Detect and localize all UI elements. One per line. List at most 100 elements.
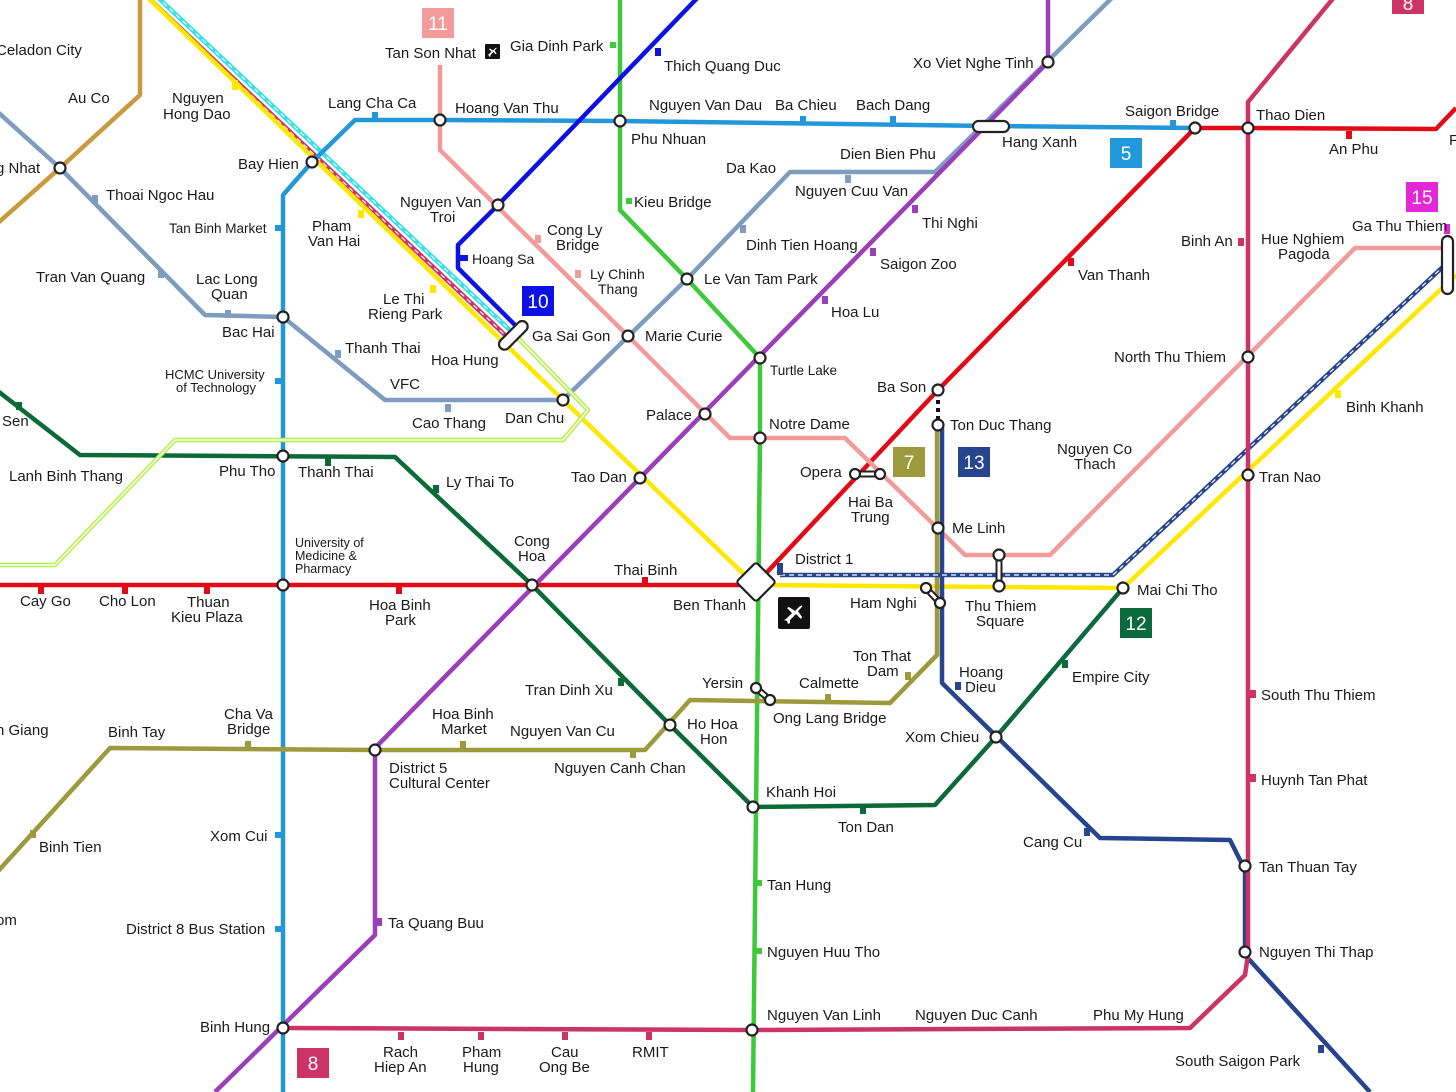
station-label: Ga Thu Thiem (1352, 218, 1447, 235)
station-marker[interactable] (1241, 350, 1255, 364)
station-label: Market (441, 721, 488, 738)
station-label: Xom Cui (210, 828, 268, 845)
station-label: Trung (851, 509, 890, 526)
station-label: Dien Bien Phu (840, 146, 936, 163)
station-label: Thang (598, 281, 638, 297)
station-label: Pham (462, 1044, 501, 1061)
station-marker[interactable] (525, 578, 539, 592)
station-label: Park (385, 612, 416, 629)
station-label: University of (295, 536, 364, 550)
svg-text:5: 5 (1121, 144, 1132, 165)
station-marker[interactable] (613, 114, 627, 128)
station-marker[interactable] (621, 329, 635, 343)
station-label: Hue Nghiem (1261, 231, 1344, 248)
station-marker[interactable] (931, 418, 945, 432)
station-label: Cha Va (224, 706, 274, 723)
station-marker[interactable] (989, 730, 1003, 744)
station-marker[interactable] (1188, 121, 1202, 135)
station-marker[interactable] (368, 743, 382, 757)
tick-stations (16, 42, 1450, 1053)
station-label: Nguyen Van Dau (649, 97, 762, 114)
station-label: Phu My Hung (1093, 1007, 1184, 1024)
station-marker[interactable] (305, 155, 319, 169)
station-marker[interactable] (53, 161, 67, 175)
svg-text:8: 8 (1403, 0, 1414, 15)
line-badge-10: 10 (522, 286, 554, 316)
station-marker[interactable] (753, 351, 767, 365)
station-marker[interactable] (992, 579, 1006, 593)
station-marker[interactable] (763, 693, 777, 707)
ben-thanh-hub[interactable] (736, 562, 776, 602)
station-label: Troi (430, 209, 455, 226)
station-marker[interactable] (556, 393, 570, 407)
station-label: District 8 Bus Station (126, 921, 265, 938)
station-label: Thi Nghi (922, 215, 978, 232)
station-marker[interactable] (745, 1023, 759, 1037)
station-marker[interactable] (1238, 859, 1252, 873)
station-label: Dan Chu (505, 410, 564, 427)
station-label: Hoang (959, 664, 1003, 681)
svg-text:11: 11 (428, 14, 448, 35)
station-label: Ton Duc Thang (950, 417, 1051, 434)
station-label: Binh Tay (108, 724, 166, 741)
station-label: Nguyen Thi Thap (1259, 944, 1374, 961)
station-label: Binh Hung (200, 1019, 270, 1036)
station-marker[interactable] (497, 319, 530, 352)
line-11 (437, 65, 1448, 558)
station-marker[interactable] (992, 548, 1006, 562)
station-marker[interactable] (746, 800, 760, 814)
svg-text:10: 10 (527, 292, 548, 313)
station-label: Da Kao (726, 160, 776, 177)
station-label: Nguyen Van (400, 194, 481, 211)
station-label: Hiep An (374, 1059, 427, 1076)
line-badge-7: 7 (893, 447, 925, 477)
station-label: Cang Cu (1023, 834, 1082, 851)
station-marker[interactable] (919, 581, 933, 595)
station-marker[interactable] (873, 467, 887, 481)
station-label: Hung (463, 1059, 499, 1076)
station-marker[interactable] (749, 681, 763, 695)
station-label: VFC (390, 376, 420, 393)
station-marker[interactable] (680, 272, 694, 286)
station-marker[interactable] (491, 198, 505, 212)
station-marker[interactable] (276, 310, 290, 324)
station-marker[interactable] (276, 578, 290, 592)
station-marker[interactable] (433, 113, 447, 127)
station-marker[interactable] (933, 596, 947, 610)
station-label: Ham Nghi (850, 595, 917, 612)
station-label: Celadon City (0, 42, 82, 59)
station-marker[interactable] (848, 467, 862, 481)
station-marker[interactable] (1238, 945, 1252, 959)
station-marker[interactable] (1241, 468, 1255, 482)
svg-text:13: 13 (963, 453, 984, 474)
line-10 (455, 0, 699, 327)
station-marker[interactable] (276, 449, 290, 463)
station-label: Tran Dinh Xu (525, 682, 613, 699)
station-label: Binh Khanh (1346, 399, 1424, 416)
station-label: Xom Chieu (905, 729, 979, 746)
station-label: Hoa Hung (431, 352, 499, 369)
station-label: Kieu Plaza (171, 609, 243, 626)
station-marker[interactable] (971, 119, 1011, 134)
station-marker[interactable] (1440, 234, 1455, 296)
station-marker[interactable] (1041, 55, 1055, 69)
station-label: Bridge (556, 237, 599, 254)
station-label: Rach (383, 1044, 418, 1061)
station-marker[interactable] (1241, 121, 1255, 135)
station-marker[interactable] (753, 431, 767, 445)
station-marker[interactable] (931, 521, 945, 535)
station-label: Turtle Lake (770, 363, 837, 378)
station-label: Ga Sai Gon (532, 328, 610, 345)
station-marker[interactable] (633, 471, 647, 485)
station-label: Tan Hung (767, 877, 831, 894)
station-labels: Celadon City Au Co Nguyen Hong Dao Tan S… (0, 38, 1456, 1076)
station-label: Ong Lang Bridge (773, 710, 886, 727)
station-marker[interactable] (931, 383, 945, 397)
station-marker[interactable] (1116, 581, 1130, 595)
station-marker[interactable] (276, 1021, 290, 1035)
station-label: Opera (800, 464, 842, 481)
station-marker[interactable] (663, 718, 677, 732)
station-marker[interactable] (698, 407, 712, 421)
station-label: Pham (312, 218, 351, 235)
station-label: Saigon Zoo (880, 256, 957, 273)
